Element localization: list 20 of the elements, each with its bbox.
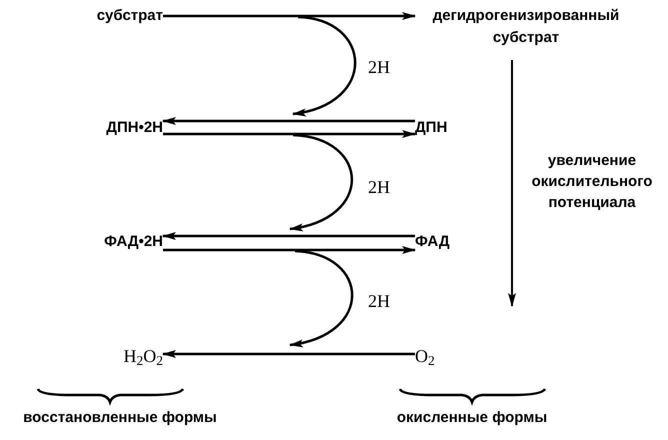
node-label: ДПН (415, 118, 448, 138)
arrow (162, 232, 415, 240)
arrow (163, 246, 416, 254)
node-label: субстрат (96, 6, 163, 26)
text-label: 2H (368, 290, 391, 313)
node-label: ФАД•2Н (103, 232, 163, 252)
node-label: ДПН•2Н (105, 118, 163, 138)
node-label: дегидрогенизированный субстрат (432, 6, 620, 48)
arrow (163, 12, 416, 20)
arrow (162, 350, 415, 358)
text-label: 2H (368, 56, 391, 79)
arrow (163, 130, 416, 138)
text-label: окисленные формы (396, 408, 548, 428)
text-label: 2H (368, 176, 391, 199)
node-label: H$_{2}$O$_{2}$ (122, 345, 163, 370)
arrow (162, 117, 415, 125)
node-label: ФАД (415, 232, 451, 252)
text-label: восстановленные формы (22, 408, 218, 428)
node-label: O$_{2}$ (415, 345, 436, 370)
text-label: увеличение окислительного потенциала (530, 151, 654, 213)
